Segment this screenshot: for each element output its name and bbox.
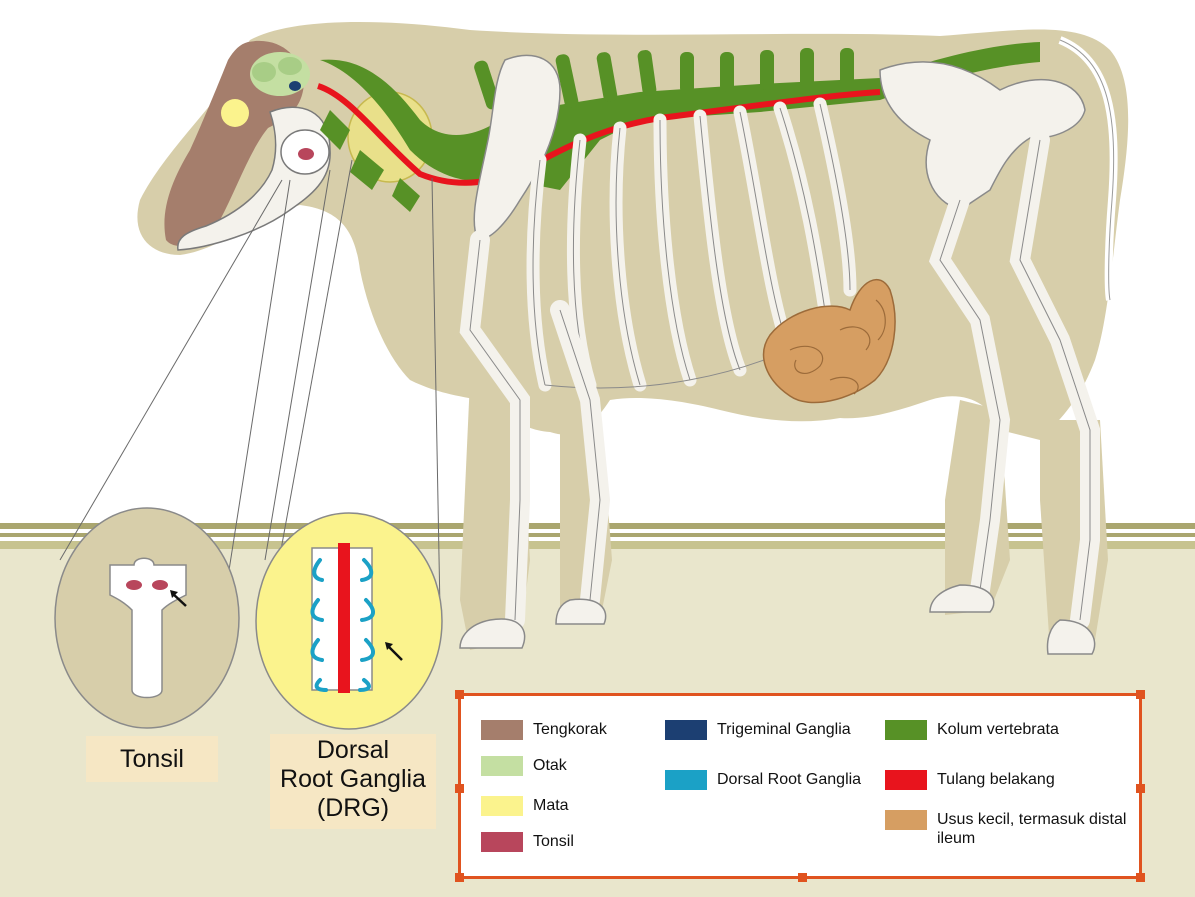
legend-swatch	[481, 720, 523, 740]
legend-corner-marker	[455, 873, 464, 882]
drg-callout-line-1: Dorsal	[270, 736, 436, 765]
tonsil-callout-text: Tonsil	[120, 745, 184, 773]
legend-swatch	[885, 770, 927, 790]
legend-corner-marker	[455, 784, 464, 793]
legend-swatch	[481, 796, 523, 816]
drg-callout-label: Dorsal Root Ganglia (DRG)	[270, 734, 436, 829]
legend-label: Tengkorak	[533, 720, 607, 739]
legend-swatch	[665, 770, 707, 790]
legend-swatch	[885, 810, 927, 830]
eye	[221, 99, 249, 127]
legend-corner-marker	[1136, 873, 1145, 882]
legend-label: Tonsil	[533, 832, 574, 851]
legend-label: Usus kecil, termasuk distal ileum	[937, 810, 1137, 848]
legend-label: Kolum vertebrata	[937, 720, 1059, 739]
legend-swatch	[885, 720, 927, 740]
legend-corner-marker	[1136, 784, 1145, 793]
legend-corner-marker	[1136, 690, 1145, 699]
drg-callout-line-2: Root Ganglia	[270, 765, 436, 794]
legend-label: Trigeminal Ganglia	[717, 720, 851, 739]
legend-corner-marker	[798, 873, 807, 882]
tonsil-callout-label: Tonsil	[86, 736, 218, 782]
drg-callout-line-3: (DRG)	[270, 794, 436, 823]
tonsil-spot	[298, 148, 314, 160]
legend-swatch	[665, 720, 707, 740]
legend-corner-marker	[455, 690, 464, 699]
legend-box: Tengkorak Otak Mata Tonsil Trigeminal Ga…	[458, 693, 1142, 879]
legend-label: Otak	[533, 756, 567, 775]
legend-swatch	[481, 756, 523, 776]
legend-label: Tulang belakang	[937, 770, 1055, 789]
legend-swatch	[481, 832, 523, 852]
trigeminal-ganglia	[289, 81, 301, 91]
legend-label: Dorsal Root Ganglia	[717, 770, 861, 789]
legend-label: Mata	[533, 796, 569, 815]
brain	[250, 52, 310, 96]
